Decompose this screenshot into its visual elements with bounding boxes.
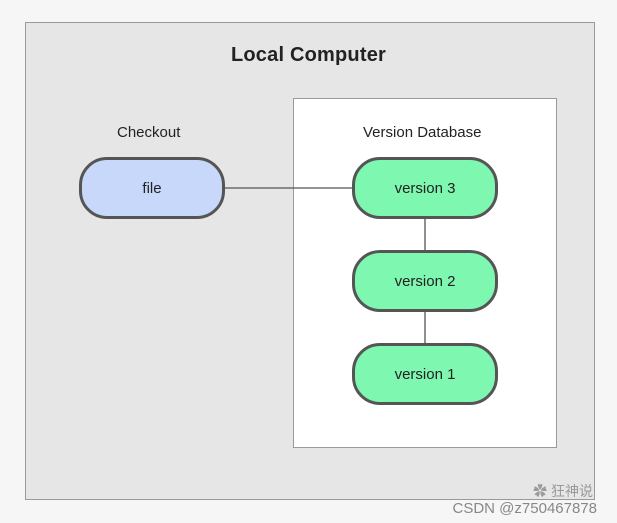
diagram-title: Local Computer [230,44,387,66]
watermark-logo-text: 狂神说 [551,483,593,499]
checkout-label: Checkout [117,124,181,141]
version-database-label: Version Database [363,124,482,141]
csdn-watermark: CSDN @z750467878 [452,500,597,517]
file-node: file [79,157,225,219]
version-1-node: version 1 [352,343,498,405]
version-2-label: version 2 [394,272,456,290]
watermark-logo: ✿ 狂神说 [533,481,593,501]
version-3-node: version 3 [352,157,498,219]
file-node-label: file [142,179,162,197]
version-1-label: version 1 [394,365,456,383]
wechat-icon: ✿ [533,483,548,499]
version-3-label: version 3 [394,179,456,197]
version-2-node: version 2 [352,250,498,312]
